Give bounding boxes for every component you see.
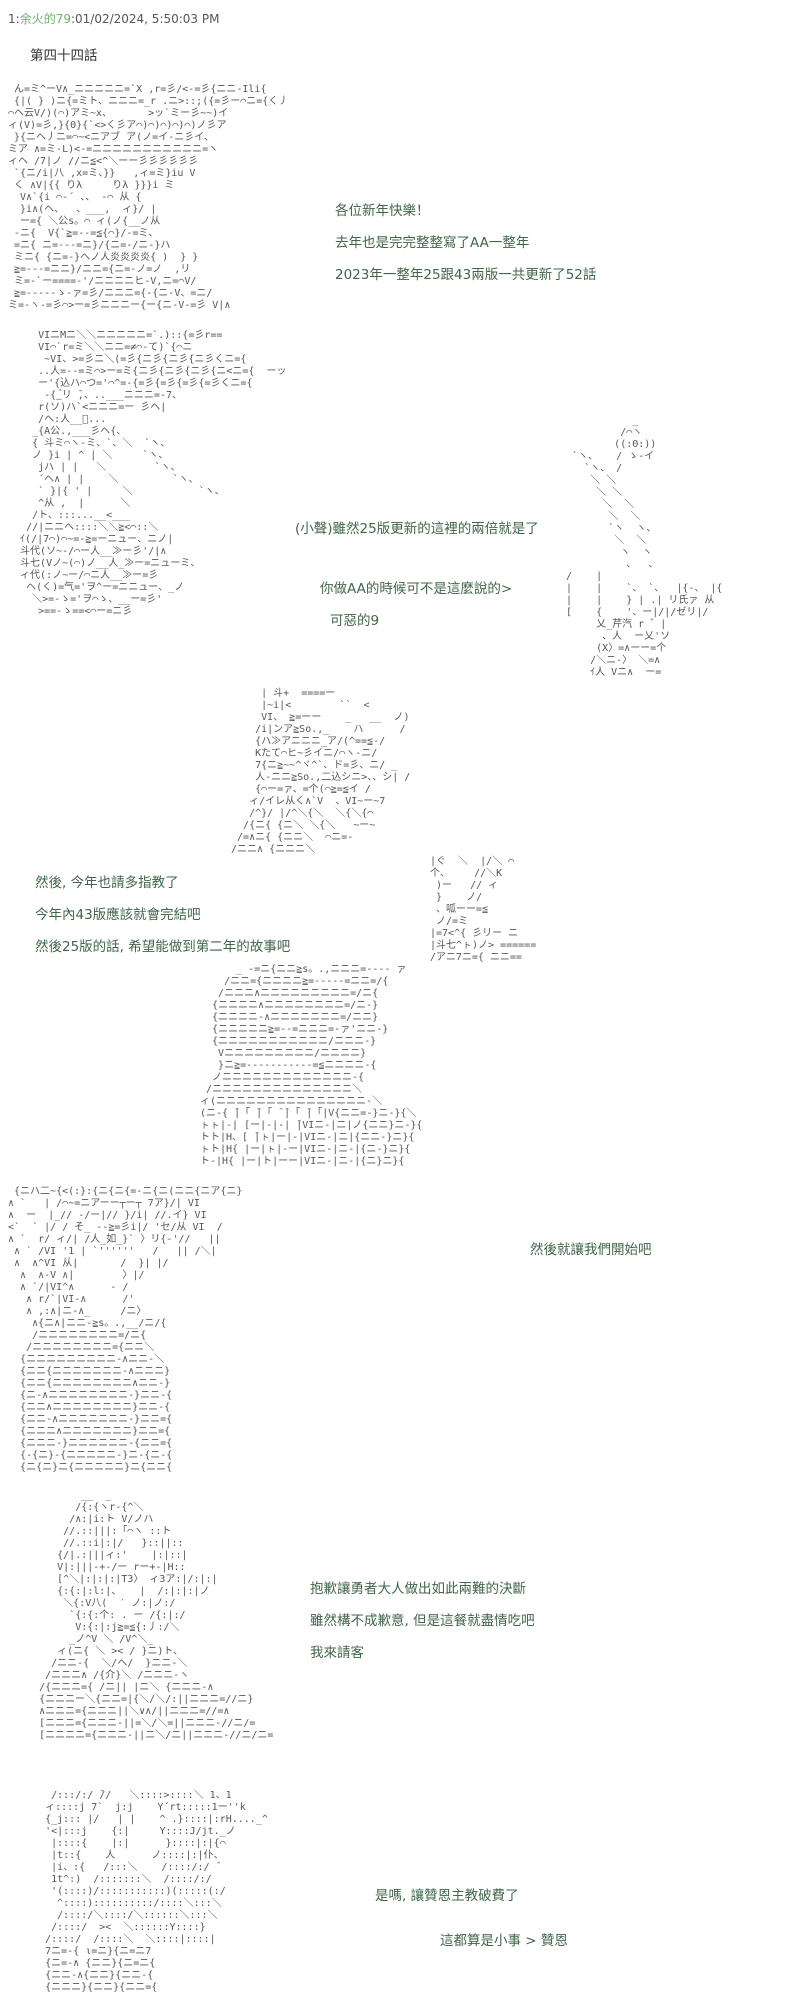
post-author-link[interactable]: 余火的79 [19,12,71,26]
aa-block-3-head: | 斗+ ====ー |~i|< `` < VI、 ≧=ーー _ __ ノ) /… [231,688,411,855]
dialogue-text-1: 各位新年快樂！ [335,203,430,219]
chapter-title: 第四十四話 [30,48,98,64]
dialogue-text-3: 2023年一整年25跟43兩版一共更新了52話 [335,267,597,283]
post-header-colon-2: : [70,12,76,26]
aa-block-4-figure: {ニハ二~{<(:}:{ニ{ニ{=-ニ{ニ(ニニ{ニア{ニ} ∧ ` | /⌒~… [8,1186,243,1473]
aa-block-6-figure: /:::/:/ ̄// ＼::::>::::＼ 1、1 ィ::::j 7` j:… [45,1790,268,1993]
dialogue-text-7: 然後, 今年也請多指教了 [35,875,179,891]
dialogue-text-6: 可惡的9 [330,613,380,629]
dialogue-text-5: 你做AA的時候可不是這麼說的> [320,581,513,597]
dialogue-text-8: 今年內43版應該就會完結吧 [35,907,201,923]
aa-block-3-arm-strokes: |ぐ ＼ |/＼ ⌒ 个、 //＼K )ー // ィ } ノ/ 、呱ーー=≦ ノ… [430,856,537,963]
dialogue-text-15: 這都算是小事 > 贊恩 [440,1933,568,1949]
aa-block-1-face: ん=ミ^ーV∧_ニニニニニ=`X ,r=彡/<-=彡{ニニ-Ili{ {|( }… [8,84,289,311]
aa-block-2-right-figure: _ /⌒ヽ ((:Θ:)) `ヽ、 / ゝ-イ `ヽ、 / ＼ ＼ ＼ ＼ ＼ … [566,415,723,678]
post-header-colon-1: : [15,12,20,26]
dialogue-text-14: 是嗎, 讓贊恩主教破費了 [375,1888,519,1904]
dialogue-text-2: 去年也是完完整整寫了AA一整年 [335,235,530,251]
aa-block-5-hooded-figure: __ _ /{:{ヽr-{^＼ /∧:|i:ト V/ノハ //.::|||:「⌒… [39,1490,274,1741]
aa-block-3-body: _ -=ニ{ニニ≧s。.,ニニニ=---- ァ /ニニ={ニニニニ≧=-----… [200,964,423,1167]
post-header: 1:余火的79:01/02/2024, 5:50:03 PM [8,10,219,27]
post-number: 1 [8,12,16,26]
dialogue-text-12: 雖然構不成歉意, 但是這餐就盡情吃吧 [310,1613,535,1629]
dialogue-text-4: (小聲)雖然25版更新的這裡的兩倍就是了 [295,521,539,537]
dialogue-text-10: 然後就讓我們開始吧 [530,1242,652,1258]
dialogue-text-13: 我來請客 [310,1645,364,1661]
aa-block-2-left-figure: VIニMニ＼＼ニニニニニ=`.)::{=彡r== VI⌒`r=ミ＼＼ニニ=≠⌒-… [20,330,287,617]
dialogue-text-11: 抱歉讓勇者大人做出如此兩難的決斷 [310,1581,526,1597]
dialogue-text-9: 然後25版的話, 希望能做到第二年的故事吧 [35,939,291,955]
post-timestamp: 01/02/2024, 5:50:03 PM [75,12,220,26]
